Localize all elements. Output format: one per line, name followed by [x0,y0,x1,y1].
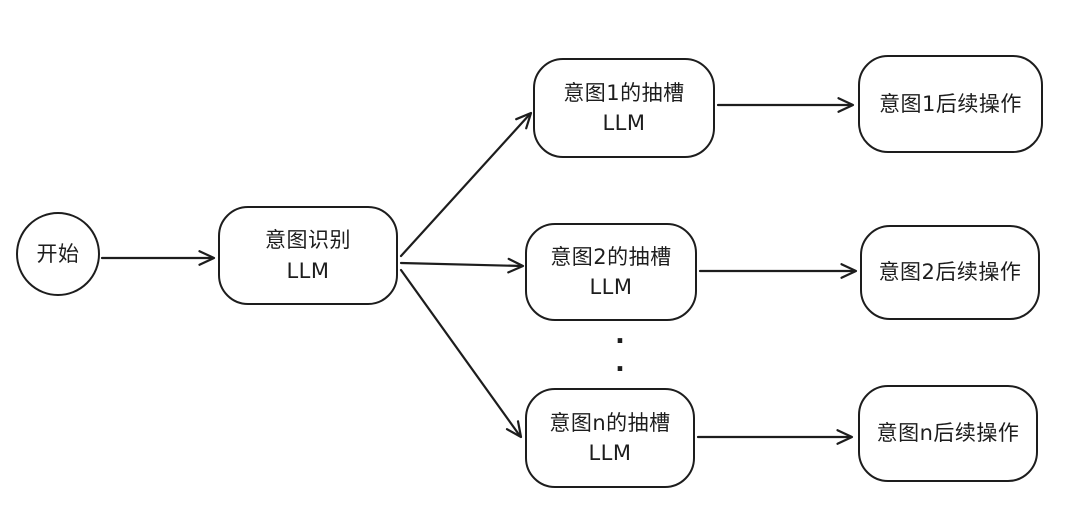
node-slot-2-line1: 意图2的抽槽 [550,244,672,269]
node-followup-1-label: 意图1后续操作 [879,91,1022,116]
node-slot-n-line2: LLM [588,441,632,465]
arrow-slotn-to-followupn [696,429,854,445]
ellipsis-dot-bottom: . [615,348,625,378]
ellipsis-dot-top: . [615,320,625,350]
node-slot-n: 意图n的抽槽 LLM [525,388,695,488]
node-intent-recognition-line1: 意图识别 [265,228,351,253]
node-slot-1-line2: LLM [602,111,646,135]
arrow-start-to-intent [100,250,216,266]
node-followup-2: 意图2后续操作 [860,225,1040,320]
node-slot-n-line1: 意图n的抽槽 [549,410,671,435]
node-intent-recognition-line2: LLM [286,258,330,283]
arrow-intent-to-slot2 [399,257,525,274]
node-intent-recognition: 意图识别 LLM [218,206,398,305]
node-slot-1-line1: 意图1的抽槽 [563,80,685,105]
node-slot-2-line2: LLM [589,275,633,299]
node-followup-n: 意图n后续操作 [858,385,1038,482]
node-slot-1: 意图1的抽槽 LLM [533,58,715,158]
node-followup-2-label: 意图2后续操作 [878,260,1022,285]
arrow-slot2-to-followup2 [698,263,858,279]
arrow-intent-to-slotn [399,268,523,439]
node-start: 开始 [16,212,100,296]
node-slot-2: 意图2的抽槽 LLM [525,223,697,321]
arrow-intent-to-slot1 [399,111,533,258]
node-followup-1: 意图1后续操作 [858,55,1043,153]
node-start-label: 开始 [36,241,80,266]
node-followup-n-label: 意图n后续操作 [876,421,1020,446]
arrow-slot1-to-followup1 [716,97,855,113]
